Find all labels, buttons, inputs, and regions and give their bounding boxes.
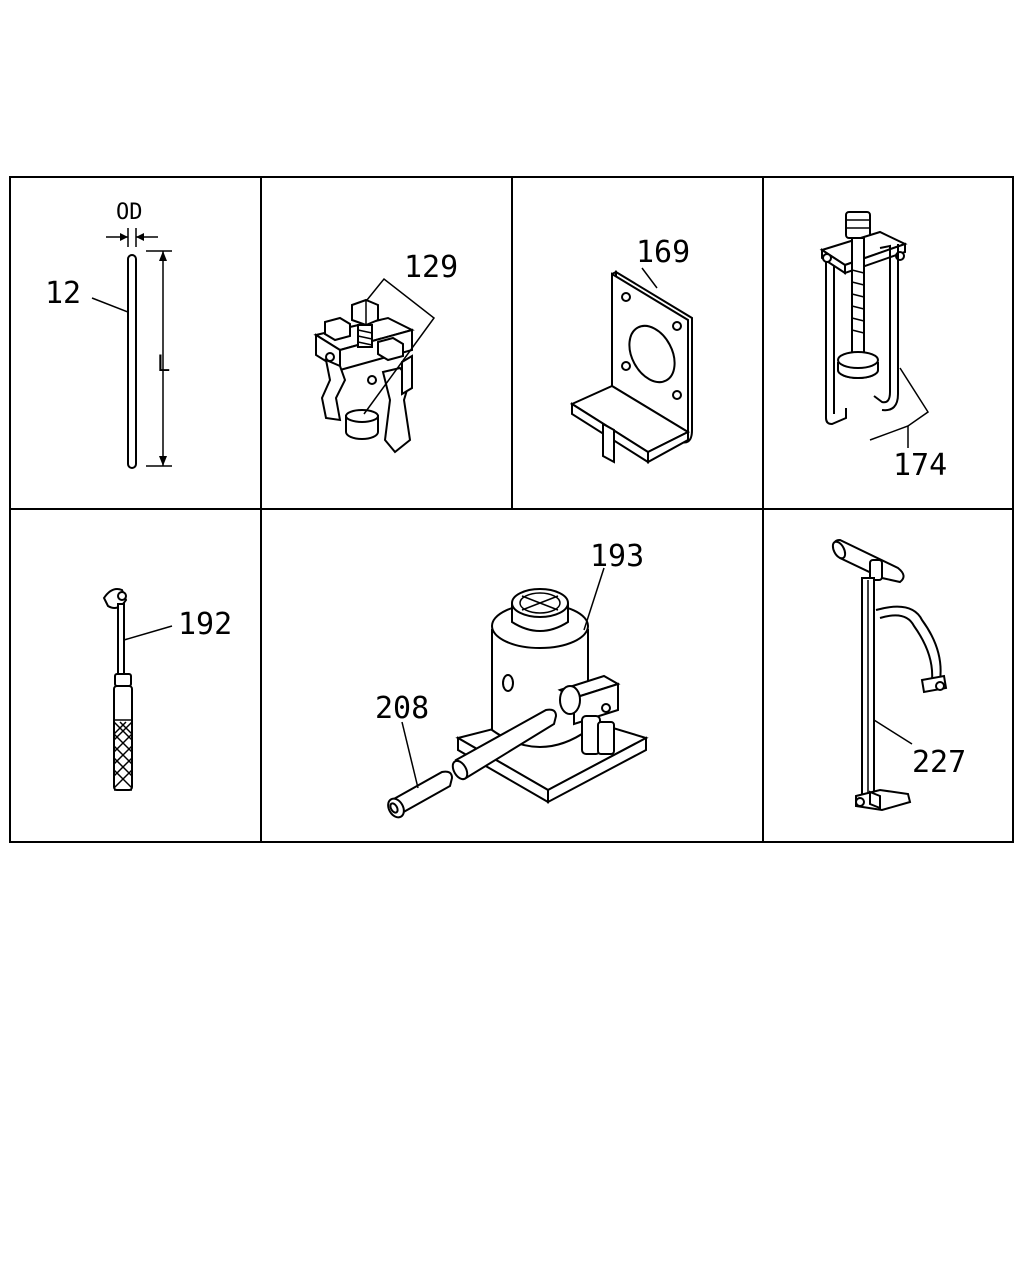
part-192-tool [102,588,173,791]
part-169-bracket [569,267,693,464]
length-dimension-label: L [157,352,170,377]
callout-192: 192 [178,607,232,642]
grid-frame [9,176,1014,843]
callout-208: 208 [375,691,429,726]
od-dimension-label: OD [116,200,143,225]
part-208-handle [387,708,558,819]
part-227-pump [831,538,948,812]
part-12-rod [91,228,172,469]
callout-227: 227 [912,745,966,780]
callout-129: 129 [404,250,458,285]
callout-174: 174 [893,448,947,483]
part-174-puller [819,211,930,448]
callout-169: 169 [636,235,690,270]
part-193-bottle-jack [455,567,649,804]
part-129-puller [313,277,436,454]
callout-12: 12 [45,276,81,311]
callout-193: 193 [590,539,644,574]
